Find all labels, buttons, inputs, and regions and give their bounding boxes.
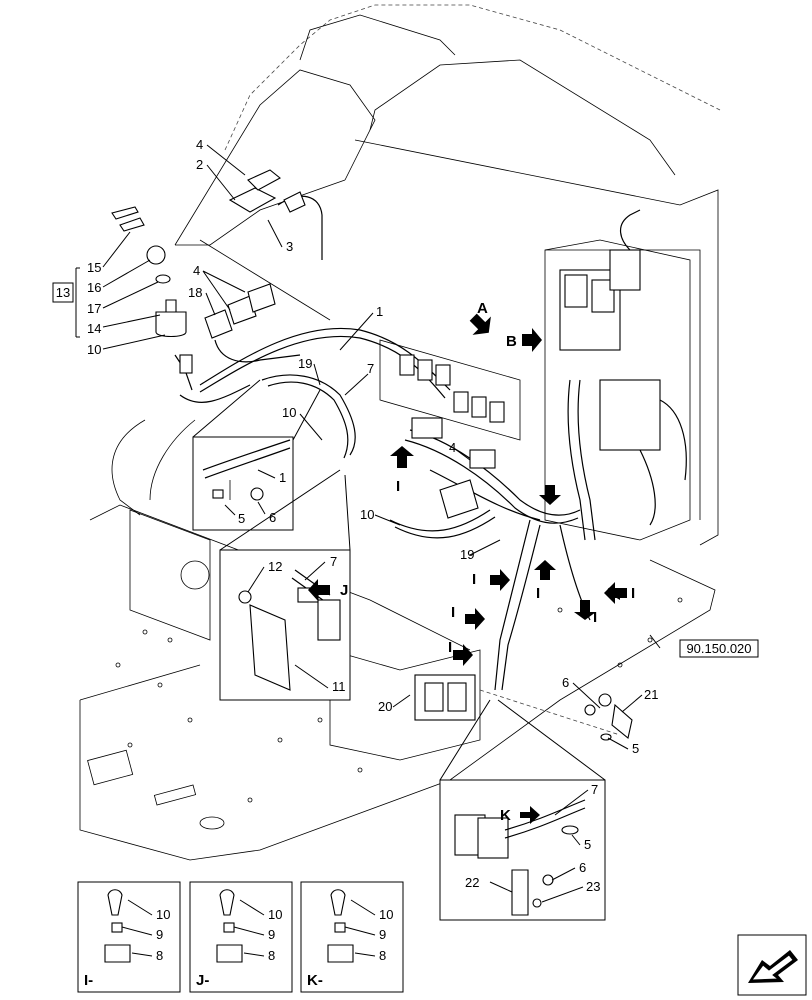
detail-box-ground-left: [192, 436, 294, 531]
callout-detail-I-10: 10: [156, 907, 170, 922]
ground-terminal-right: [479, 689, 633, 741]
callout-1-detail: 1: [279, 470, 286, 485]
callout-6-k: 6: [579, 860, 586, 875]
callout-4-relay: 4: [449, 440, 456, 455]
view-letter-I-1: I: [396, 478, 400, 495]
callout-17: 17: [87, 301, 101, 316]
callout-detail-J-10: 10: [268, 907, 282, 922]
callout-detail-K-9: 9: [379, 927, 386, 942]
relay-bank: [379, 339, 521, 519]
callout-5-ground: 5: [632, 741, 639, 756]
callout-10-harness: 10: [360, 507, 374, 522]
callout-detail-K-8: 8: [379, 948, 386, 963]
callout-21: 21: [644, 687, 658, 702]
callout-detail-K-10: 10: [379, 907, 393, 922]
relay-lower: [414, 674, 476, 721]
callout-detail-I-9: 9: [156, 927, 163, 942]
view-letter-I-6: I: [451, 604, 455, 621]
view-letter-I-4: I: [631, 585, 635, 602]
view-arrows: [308, 313, 630, 824]
callout-7-k: 7: [591, 782, 598, 797]
callout-detail-I-8: 8: [156, 948, 163, 963]
callout-15: 15: [87, 260, 101, 275]
detail-J-label: J-: [196, 972, 209, 989]
roof-switches: [179, 169, 323, 404]
callout-1-harness: 1: [376, 304, 383, 319]
view-letter-I-5: I: [593, 609, 597, 626]
callout-18: 18: [188, 285, 202, 300]
callout-labels: 13 15 16 17 14 10 4 2 3 4 18 1 19 7 10 1…: [52, 137, 658, 989]
reference-part-number: 90.150.020: [686, 641, 751, 656]
detail-box-I: [77, 881, 181, 993]
view-letter-B: B: [506, 333, 517, 350]
callout-detail-J-8: 8: [268, 948, 275, 963]
cab-structure: [79, 4, 721, 861]
callout-4-console: 4: [193, 263, 200, 278]
callout-22: 22: [465, 875, 479, 890]
callout-19-upper: 19: [298, 356, 312, 371]
callout-2: 2: [196, 157, 203, 172]
callout-13-box: [52, 282, 74, 303]
view-direction-arrow-icon: [737, 934, 807, 996]
detail-box-k-relay: [439, 779, 606, 921]
callout-10-keyswitch: 10: [87, 342, 101, 357]
view-letter-I-7: I: [448, 639, 452, 656]
view-letter-J: J: [340, 582, 348, 599]
detail-box-ground-clip: [219, 549, 351, 701]
detail-K-label: K-: [307, 972, 323, 989]
callout-detail-J-9: 9: [268, 927, 275, 942]
view-letters: A B J K I I I I I I I: [340, 300, 635, 824]
callout-12: 12: [268, 559, 282, 574]
callout-7-upper: 7: [367, 361, 374, 376]
view-letter-I-2: I: [472, 571, 476, 588]
reference-callout: 90.150.020: [679, 639, 759, 658]
key-switch-assembly: [111, 206, 193, 391]
callout-3: 3: [286, 239, 293, 254]
detail-I-label: I-: [84, 972, 93, 989]
callout-11: 11: [332, 679, 346, 694]
callout-7-detail: 7: [330, 554, 337, 569]
callout-20: 20: [378, 699, 392, 714]
view-letter-I-3: I: [536, 585, 540, 602]
callout-23: 23: [586, 879, 600, 894]
callout-6-ground: 6: [562, 675, 569, 690]
callout-4-roof: 4: [196, 137, 203, 152]
callout-16: 16: [87, 280, 101, 295]
callout-5-k: 5: [584, 837, 591, 852]
view-letter-K: K: [500, 807, 511, 824]
callout-5-detail: 5: [238, 511, 245, 526]
callout-6-detail: 6: [269, 510, 276, 525]
callout-10-upper: 10: [282, 405, 296, 420]
callout-13: 13: [56, 285, 70, 300]
leader-lines: [75, 144, 661, 957]
callout-19-lower: 19: [460, 547, 474, 562]
reference-box: [679, 639, 759, 658]
view-letter-A: A: [477, 300, 488, 317]
callout-14: 14: [87, 321, 101, 336]
controller-unit: [544, 209, 691, 541]
